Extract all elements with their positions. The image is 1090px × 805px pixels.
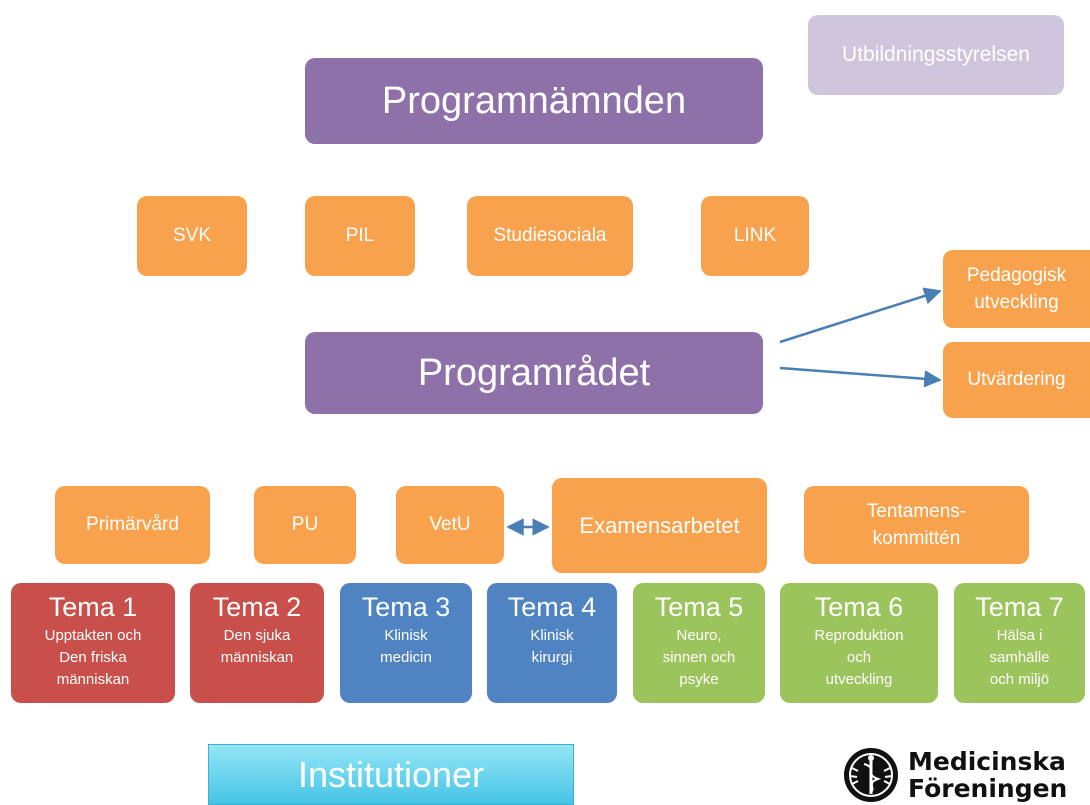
programnamnden-label: Programnämnden	[381, 79, 687, 122]
tema-6-box: Tema 6 Reproduktion och utveckling	[780, 583, 938, 703]
arrow-to-utvardering	[779, 366, 942, 388]
tema-4-subtitle: Klinisk kirurgi	[530, 627, 574, 666]
institutioner-box: Institutioner	[208, 744, 574, 805]
primarvard-label: Primärvård	[86, 514, 179, 535]
tema-7-title: Tema 7	[975, 592, 1064, 622]
tentamenskommitten-label: Tentamens- kommittén	[866, 501, 967, 549]
tema-1-box: Tema 1 Upptakten och Den friska människa…	[11, 583, 175, 703]
tema-3-title: Tema 3	[361, 592, 451, 622]
vetu-label: VetU	[429, 514, 471, 535]
arrow-to-pedagogisk	[779, 287, 942, 344]
pedagogisk-utveckling-box: Pedagogisk utveckling	[943, 250, 1090, 328]
tentamenskommitten-box: Tentamens- kommittén	[804, 486, 1029, 564]
tema-2-title: Tema 2	[212, 592, 302, 622]
utvardering-label: Utvärdering	[967, 369, 1066, 390]
tema-6-subtitle: Reproduktion och utveckling	[814, 627, 904, 688]
pu-label: PU	[291, 514, 319, 535]
studiesociala-label: Studiesociala	[493, 225, 607, 246]
examensarbetet-label: Examensarbetet	[579, 512, 740, 538]
examensarbetet-box: Examensarbetet	[552, 478, 767, 573]
svk-label: SVK	[172, 225, 212, 246]
tema-7-box: Tema 7 Hälsa i samhälle och miljö	[954, 583, 1085, 703]
link-box: LINK	[701, 196, 809, 276]
svk-box: SVK	[137, 196, 247, 276]
medicinska-foreningen-text: Medicinska Föreningen	[908, 747, 1068, 803]
tema-4-box: Tema 4 Klinisk kirurgi	[487, 583, 617, 703]
tema-6-title: Tema 6	[814, 592, 904, 622]
tema-5-box: Tema 5 Neuro, sinnen och psyke	[633, 583, 765, 703]
utbildningsstyrelsen-box: Utbildningsstyrelsen	[808, 15, 1064, 95]
utvardering-box: Utvärdering	[943, 342, 1090, 418]
medicinska-foreningen-logo: Medicinska Föreningen	[842, 745, 1090, 805]
tema-5-title: Tema 5	[654, 592, 744, 622]
programradet-label: Programrådet	[417, 351, 651, 394]
vetu-box: VetU	[396, 486, 504, 564]
tema-2-box: Tema 2 Den sjuka människan	[190, 583, 324, 703]
institutioner-label: Institutioner	[297, 753, 485, 795]
tema-3-subtitle: Klinisk medicin	[380, 627, 432, 666]
tema-2-subtitle: Den sjuka människan	[220, 627, 294, 666]
tema-1-subtitle: Upptakten och Den friska människan	[44, 627, 142, 688]
pil-label: PIL	[345, 225, 375, 246]
tema-1-title: Tema 1	[48, 592, 138, 622]
tema-3-box: Tema 3 Klinisk medicin	[340, 583, 472, 703]
link-label: LINK	[733, 225, 777, 246]
caduceus-seal-icon	[844, 748, 898, 802]
utbildningsstyrelsen-label: Utbildningsstyrelsen	[842, 43, 1030, 66]
tema-4-title: Tema 4	[507, 592, 597, 622]
studiesociala-box: Studiesociala	[467, 196, 633, 276]
pu-box: PU	[254, 486, 356, 564]
pedagogisk-utveckling-label: Pedagogisk utveckling	[966, 265, 1067, 313]
tema-5-subtitle: Neuro, sinnen och psyke	[662, 627, 736, 688]
pil-box: PIL	[305, 196, 415, 276]
programnamnden-box: Programnämnden	[305, 58, 763, 144]
tema-7-subtitle: Hälsa i samhälle och miljö	[989, 627, 1050, 688]
programradet-box: Programrådet	[305, 332, 763, 414]
primarvard-box: Primärvård	[55, 486, 210, 564]
